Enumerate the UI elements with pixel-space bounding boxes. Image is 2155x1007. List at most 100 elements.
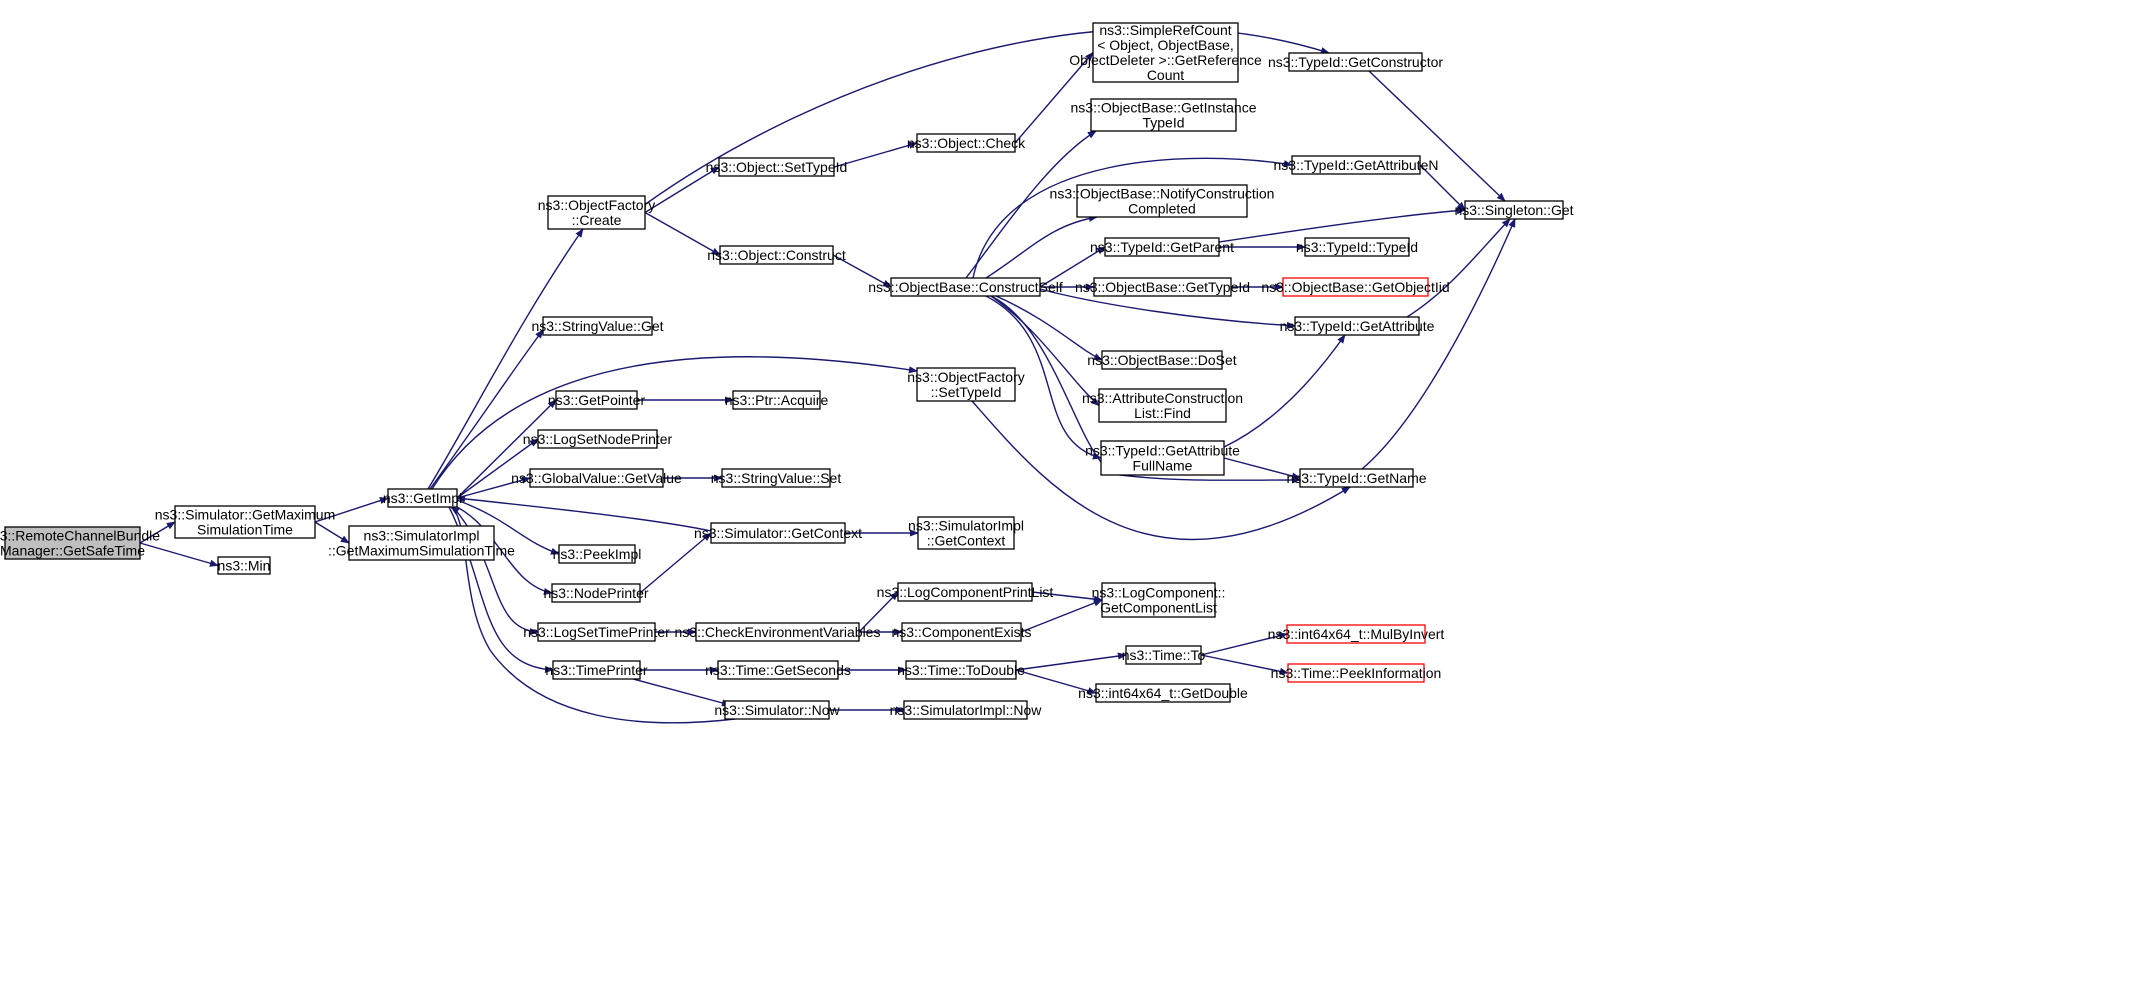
node-box xyxy=(537,429,658,449)
node-label: ns3::SimulatorImpl::Now xyxy=(890,702,1043,718)
node-logSetNodePrinter[interactable]: ns3::LogSetNodePrinter xyxy=(523,429,673,449)
node-implGetMaxSimTime[interactable]: ns3::SimulatorImpl::GetMaximumSimulation… xyxy=(328,525,515,561)
node-logSetTimePrinter[interactable]: ns3::LogSetTimePrinter xyxy=(523,622,670,642)
node-stringValueSet[interactable]: ns3::StringValue::Set xyxy=(711,468,842,488)
edge-timeTo-to-int64MulByInvert xyxy=(1200,632,1288,656)
node-peekImpl[interactable]: ns3::PeekImpl xyxy=(553,544,642,564)
node-timePrinter[interactable]: ns3::TimePrinter xyxy=(545,660,648,680)
node-implGetContext[interactable]: ns3::SimulatorImpl::GetContext xyxy=(908,516,1024,550)
edge-timeTo-to-timePeekInformation xyxy=(1200,654,1289,675)
node-objFactorySetTypeId[interactable]: ns3::ObjectFactory::SetTypeId xyxy=(907,367,1025,402)
node-objBaseNotifyConstruction[interactable]: ns3::ObjectBase::NotifyConstructionCompl… xyxy=(1050,184,1275,218)
node-box xyxy=(542,316,653,336)
node-objBaseConstructSelf[interactable]: ns3::ObjectBase::ConstructSelf xyxy=(868,277,1063,297)
node-implNow[interactable]: ns3::SimulatorImpl::Now xyxy=(890,700,1043,720)
node-label: ns3::ObjectBase::NotifyConstruction xyxy=(1050,186,1275,202)
node-box xyxy=(717,660,839,680)
edges-layer xyxy=(139,27,1516,724)
node-timeTo[interactable]: ns3::Time::To xyxy=(1122,645,1206,665)
node-label: ns3::RemoteChannelBundle xyxy=(0,528,160,544)
node-label: ns3::Object::Construct xyxy=(707,247,846,263)
node-simulatorNow[interactable]: ns3::Simulator::Now xyxy=(714,700,841,720)
node-objBaseGetObjectIid[interactable]: ns3::ObjectBase::GetObjectIid xyxy=(1261,277,1450,297)
node-box xyxy=(890,277,1041,297)
node-objectSetTypeId[interactable]: ns3::Object::SetTypeId xyxy=(706,157,848,177)
node-box xyxy=(1101,582,1216,618)
node-box xyxy=(695,622,860,642)
node-objBaseDoSet[interactable]: ns3::ObjectBase::DoSet xyxy=(1087,350,1237,370)
node-typeIdGetAttributeN[interactable]: ns3::TypeId::GetAttributeN xyxy=(1274,155,1439,175)
node-getPointer[interactable]: ns3::GetPointer xyxy=(548,390,646,410)
node-label: ns3::int64x64_t::GetDouble xyxy=(1078,685,1248,701)
node-box xyxy=(1286,624,1426,644)
node-simulatorGetContext[interactable]: ns3::Simulator::GetContext xyxy=(694,522,862,544)
node-label: ns3::StringValue::Get xyxy=(531,318,663,334)
node-timeToDouble[interactable]: ns3::Time::ToDouble xyxy=(897,660,1025,680)
node-typeIdGetName[interactable]: ns3::TypeId::GetName xyxy=(1286,468,1427,488)
node-box xyxy=(1282,277,1429,297)
edge-typeIdGetParent-to-singletonGet xyxy=(1218,207,1466,243)
node-box xyxy=(710,522,846,544)
node-int64MulByInvert[interactable]: ns3::int64x64_t::MulByInvert xyxy=(1268,624,1445,644)
node-label: SimulationTime xyxy=(197,522,293,538)
edge-componentExists-to-logComponentGetList xyxy=(1020,599,1103,633)
node-simpleRefCount[interactable]: ns3::SimpleRefCount< Object, ObjectBase,… xyxy=(1069,22,1262,83)
node-checkEnvVars[interactable]: ns3::CheckEnvironmentVariables xyxy=(675,622,881,642)
node-label: Count xyxy=(1147,67,1184,83)
node-label: ns3::LogComponent:: xyxy=(1092,585,1226,601)
node-objFactoryCreate[interactable]: ns3::ObjectFactory::Create xyxy=(538,195,656,230)
node-box xyxy=(174,505,316,539)
edge-objBaseConstructSelf-to-typeIdGetAttributeN xyxy=(972,157,1293,279)
node-box xyxy=(1464,200,1564,220)
node-min[interactable]: ns3::Min xyxy=(217,556,271,575)
node-int64GetDouble[interactable]: ns3::int64x64_t::GetDouble xyxy=(1078,683,1248,703)
node-box xyxy=(724,700,830,720)
node-logCompPrintList[interactable]: ns3::LogComponentPrintList xyxy=(877,582,1054,602)
node-label: ns3::TypeId::GetParent xyxy=(1090,239,1234,255)
edge-objBaseConstructSelf-to-typeIdGetAttributeFullName xyxy=(985,295,1102,460)
node-singletonGet[interactable]: ns3::Singleton::Get xyxy=(1454,200,1574,220)
node-typeIdGetAttribute[interactable]: ns3::TypeId::GetAttribute xyxy=(1280,316,1435,336)
node-ptrAcquire[interactable]: ns3::Ptr::Acquire xyxy=(725,390,829,410)
node-globalValueGetValue[interactable]: ns3::GlobalValue::GetValue xyxy=(511,468,682,488)
node-box xyxy=(1288,52,1423,72)
node-box xyxy=(1100,440,1225,476)
node-stringValueGet[interactable]: ns3::StringValue::Get xyxy=(531,316,664,336)
node-root[interactable]: ns3::RemoteChannelBundleManager::GetSafe… xyxy=(0,526,160,560)
node-label: ns3::PeekImpl xyxy=(553,546,642,562)
node-typeIdGetConstructor[interactable]: ns3::TypeId::GetConstructor xyxy=(1268,52,1443,72)
node-label: ns3::Singleton::Get xyxy=(1454,202,1573,218)
node-box xyxy=(1092,22,1239,83)
node-objectConstruct[interactable]: ns3::Object::Construct xyxy=(707,245,846,265)
node-box xyxy=(1095,683,1231,703)
node-typeIdTypeId[interactable]: ns3::TypeId::TypeId xyxy=(1296,237,1418,257)
node-label: TypeId xyxy=(1142,115,1184,131)
node-label: ::SetTypeId xyxy=(931,384,1002,400)
node-componentExists[interactable]: ns3::ComponentExists xyxy=(891,622,1032,642)
node-nodePrinter[interactable]: ns3::NodePrinter xyxy=(543,583,649,603)
edge-objectConstruct-to-objBaseConstructSelf xyxy=(832,254,892,288)
node-getMaxSimTime[interactable]: ns3::Simulator::GetMaximumSimulationTime xyxy=(155,505,336,539)
node-objectCheck[interactable]: ns3::Object::Check xyxy=(907,133,1026,153)
edge-getImpl-to-getPointer xyxy=(456,399,557,499)
node-timePeekInformation[interactable]: ns3::Time::PeekInformation xyxy=(1271,663,1442,683)
nodes-layer: ns3::RemoteChannelBundleManager::GetSafe… xyxy=(0,22,1574,720)
node-logComponentGetList[interactable]: ns3::LogComponent::GetComponentList xyxy=(1092,582,1226,618)
node-objBaseGetTypeId[interactable]: ns3::ObjectBase::GetTypeId xyxy=(1075,277,1250,297)
node-label: ns3::TimePrinter xyxy=(545,662,648,678)
node-box xyxy=(1076,184,1248,218)
node-label: ns3::Ptr::Acquire xyxy=(725,392,829,408)
node-box xyxy=(719,245,834,265)
node-label: ns3::ObjectFactory xyxy=(907,369,1025,385)
node-typeIdGetParent[interactable]: ns3::TypeId::GetParent xyxy=(1090,237,1234,257)
edge-timePrinter-to-simulatorNow xyxy=(632,678,731,707)
node-timeGetSeconds[interactable]: ns3::Time::GetSeconds xyxy=(705,660,851,680)
edge-objBaseConstructSelf-to-typeIdGetAttribute xyxy=(1039,288,1296,330)
node-label: < Object, ObjectBase, xyxy=(1097,37,1234,53)
node-getImpl[interactable]: ns3::GetImpl xyxy=(383,488,462,508)
node-label: ns3::Simulator::GetContext xyxy=(694,525,862,541)
